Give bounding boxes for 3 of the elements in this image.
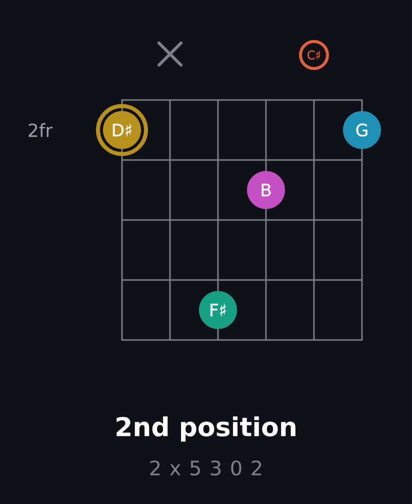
fingering-caption: 2 x 5 3 0 2 [150, 460, 262, 476]
fret-number: 2fr [28, 123, 53, 137]
chord-title: 2nd position [116, 416, 296, 442]
